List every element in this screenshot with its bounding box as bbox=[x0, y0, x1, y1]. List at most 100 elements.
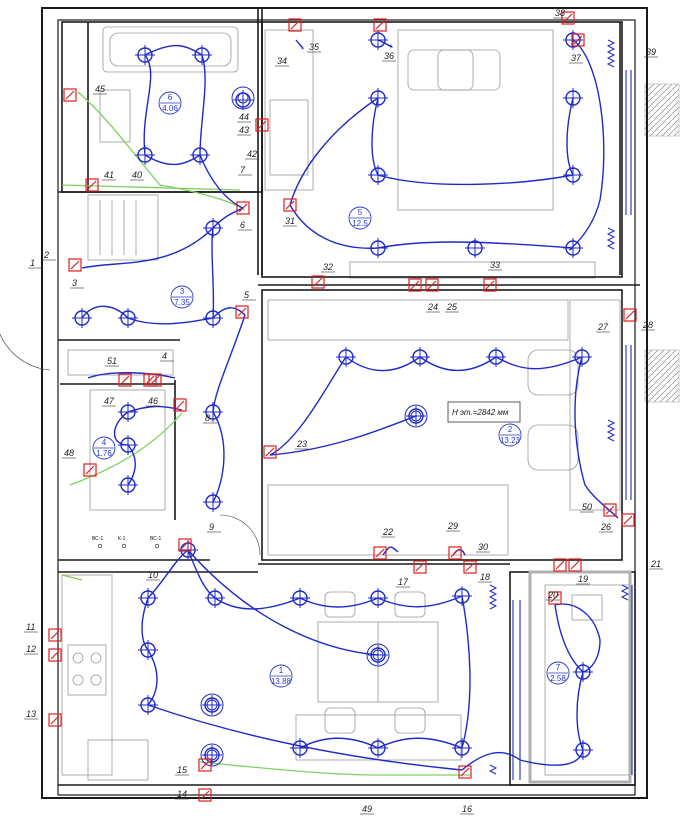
electrical-device-icon bbox=[48, 713, 62, 727]
electrical-device-icon bbox=[236, 201, 250, 215]
ceiling-light bbox=[452, 586, 472, 606]
marker-label: 5 bbox=[244, 290, 250, 300]
room-area: 13.88 bbox=[271, 677, 292, 686]
ceiling-light bbox=[368, 645, 388, 665]
electrical-device-icon bbox=[458, 765, 472, 779]
marker-15: 15 bbox=[175, 765, 189, 776]
spot-light bbox=[200, 693, 224, 717]
marker-label: 1 bbox=[30, 258, 35, 268]
electrical-device-icon bbox=[413, 560, 427, 574]
walls bbox=[0, 7, 648, 799]
ceiling-light bbox=[202, 695, 222, 715]
ceiling-light bbox=[118, 308, 138, 328]
ceiling-light bbox=[368, 30, 388, 50]
marker-45: 45 bbox=[93, 84, 107, 95]
ceiling-light bbox=[465, 238, 485, 258]
room-number: 2 bbox=[508, 425, 513, 434]
ceiling-light bbox=[573, 662, 593, 682]
ceiling-light bbox=[203, 308, 223, 328]
room-label-4: 41.76 bbox=[92, 436, 116, 460]
marker-37: 37 bbox=[569, 53, 583, 64]
panel-label-2: К-1 bbox=[118, 536, 126, 542]
marker-label: 38 bbox=[555, 8, 565, 18]
exterior-hatch bbox=[644, 83, 680, 403]
ceiling-light bbox=[486, 347, 506, 367]
electrical-device-icon bbox=[568, 558, 582, 572]
electrical-device-icon bbox=[148, 373, 162, 387]
room-label-5: 512.5 bbox=[348, 206, 372, 230]
marker-label: 47 bbox=[104, 396, 115, 406]
electrical-device-icon bbox=[263, 445, 277, 459]
marker-label: 48 bbox=[64, 448, 74, 458]
marker-38: 38 bbox=[553, 8, 567, 19]
ceiling-light bbox=[410, 347, 430, 367]
ceiling-light bbox=[203, 492, 223, 512]
ceiling-light bbox=[563, 30, 583, 50]
electrical-device-icon bbox=[283, 198, 297, 212]
ceiling-light bbox=[118, 435, 138, 455]
marker-label: 35 bbox=[309, 42, 320, 52]
marker-24: 24 bbox=[426, 302, 440, 313]
marker-29: 29 bbox=[446, 521, 460, 532]
marker-10: 10 bbox=[146, 570, 160, 581]
room-number: 4 bbox=[102, 438, 107, 447]
marker-label: 20 bbox=[547, 590, 558, 600]
marker-28: 28 bbox=[641, 320, 655, 331]
ceiling-lights bbox=[72, 30, 593, 767]
marker-34: 34 bbox=[275, 56, 289, 67]
ceiling-light bbox=[573, 740, 593, 760]
marker-label: 29 bbox=[447, 521, 458, 531]
marker-label: 15 bbox=[177, 765, 188, 775]
electrical-device-icon bbox=[235, 305, 249, 319]
ceiling-light bbox=[368, 165, 388, 185]
electrical-devices bbox=[48, 11, 637, 802]
marker-4: 4 bbox=[160, 351, 174, 362]
marker-5: 5 bbox=[242, 290, 256, 301]
electrical-device-icon bbox=[63, 88, 77, 102]
spot-light bbox=[366, 643, 390, 667]
marker-40: 40 bbox=[130, 170, 144, 181]
marker-7: 7 bbox=[238, 165, 252, 176]
electrical-device-icon bbox=[373, 18, 387, 32]
electrical-device-icon bbox=[425, 278, 439, 292]
ceiling-light bbox=[290, 738, 310, 758]
ceiling-light bbox=[563, 238, 583, 258]
spot-light bbox=[231, 86, 255, 110]
room-area: 2.58 bbox=[550, 674, 566, 683]
marker-label: 49 bbox=[362, 804, 372, 814]
marker-42: 42 bbox=[245, 149, 259, 160]
ground-wires bbox=[61, 91, 470, 776]
marker-label: 36 bbox=[384, 51, 394, 61]
marker-label: 27 bbox=[597, 322, 609, 332]
marker-label: 42 bbox=[247, 149, 257, 159]
ceiling-light bbox=[368, 588, 388, 608]
marker-22: 22 bbox=[381, 527, 395, 538]
marker-label: 39 bbox=[646, 47, 656, 57]
panel-label-1: ВС-1 bbox=[92, 536, 103, 542]
ceiling-light bbox=[336, 347, 356, 367]
room-number: 7 bbox=[556, 663, 561, 672]
marker-label: 10 bbox=[148, 570, 158, 580]
marker-1: 1 bbox=[28, 258, 42, 269]
ceiling-light bbox=[406, 406, 426, 426]
marker-36: 36 bbox=[382, 51, 396, 62]
marker-label: 4 bbox=[162, 351, 167, 361]
ceiling-light bbox=[572, 347, 592, 367]
panel-label-3: ВС-1 bbox=[150, 536, 161, 542]
electrical-device-icon bbox=[483, 278, 497, 292]
electrical-device-icon bbox=[288, 18, 302, 32]
room-area: 4.06 bbox=[162, 104, 178, 113]
marker-label: 7 bbox=[240, 165, 246, 175]
marker-label: 30 bbox=[478, 542, 488, 552]
ceiling-light bbox=[72, 308, 92, 328]
electrical-device-icon bbox=[255, 118, 269, 132]
marker-32: 32 bbox=[321, 262, 335, 273]
marker-26: 26 bbox=[599, 522, 613, 533]
electrical-device-icon bbox=[198, 788, 212, 802]
marker-43: 43 bbox=[237, 125, 251, 136]
room-label-6: 64.06 bbox=[158, 91, 182, 115]
room-label-1: 113.88 bbox=[269, 664, 293, 688]
marker-31: 31 bbox=[283, 216, 297, 227]
